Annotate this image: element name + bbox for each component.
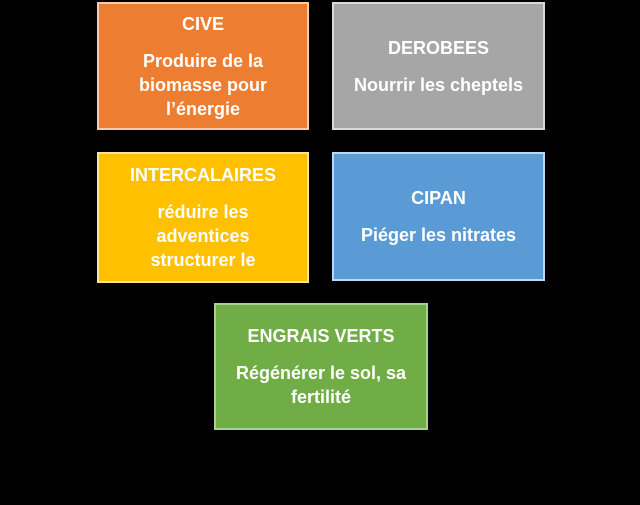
card-cipan: CIPAN Piéger les nitrates (332, 152, 545, 281)
card-cipan-description: Piéger les nitrates (360, 225, 517, 245)
card-intercalaires-description: réduire les adventices structurer le (150, 202, 256, 270)
card-intercalaires: INTERCALAIRES réduire les adventices str… (97, 152, 309, 283)
card-derobees-description: Nourrir les cheptels (353, 74, 524, 95)
card-cive: CIVE Produire de la biomasse pour l’éner… (97, 2, 309, 130)
card-cive-description: Produire de la biomasse pour l’énergie (138, 50, 268, 119)
card-cive-title: CIVE (181, 13, 224, 34)
card-engrais-verts-description: Régénérer le sol, sa fertilité (235, 363, 407, 407)
card-engrais-verts: ENGRAIS VERTS Régénérer le sol, sa ferti… (214, 303, 428, 430)
card-derobees: DEROBEES Nourrir les cheptels (332, 2, 545, 130)
card-intercalaires-title: INTERCALAIRES (129, 165, 276, 185)
card-engrais-verts-title: ENGRAIS VERTS (247, 326, 395, 346)
card-derobees-title: DEROBEES (387, 37, 490, 58)
card-cipan-title: CIPAN (411, 188, 466, 208)
